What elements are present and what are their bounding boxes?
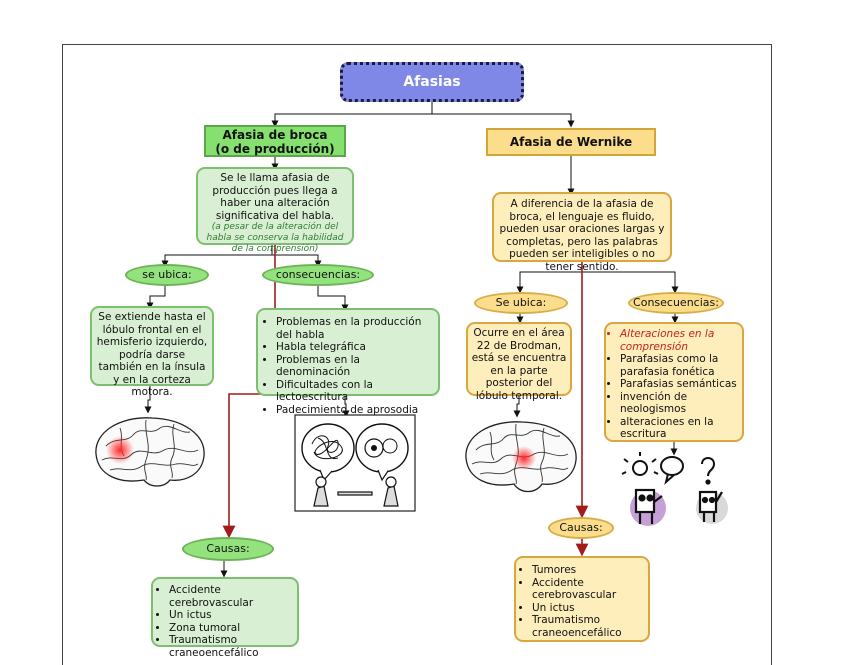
wernike-header-text: Afasia de Wernike: [509, 135, 633, 149]
list-item: Dificultades con la lectoescritura: [276, 379, 432, 404]
broca-causes-list: Accidente cerebrovascular Un ictus Zona …: [155, 584, 293, 659]
broca-note: (a pesar de la alteración del habla se c…: [206, 222, 344, 254]
wernike-consequences-pill: Consecuencias:: [628, 292, 724, 314]
list-item: Tumores: [532, 564, 644, 577]
broca-causes-box: Accidente cerebrovascular Un ictus Zona …: [151, 577, 299, 659]
broca-header: Afasia de broca (o de producción): [204, 125, 346, 157]
list-item: Problemas en la producción del habla: [276, 316, 432, 341]
list-item: Parafasias semánticas: [620, 378, 738, 391]
broca-location-label: se ubica:: [142, 268, 192, 281]
broca-header-line1: Afasia de broca: [222, 128, 328, 142]
brain-broca-illustration: [95, 417, 205, 487]
broca-location-box: Se extiende hasta el lóbulo frontal en e…: [90, 306, 214, 398]
wernike-description: A diferencia de la afasia de broca, el l…: [499, 198, 665, 273]
list-item: Accidente cerebrovascular: [532, 577, 644, 602]
list-item: Un ictus: [169, 609, 293, 622]
broca-location-pill: se ubica:: [125, 264, 209, 286]
broca-causes-label: Causas:: [206, 542, 250, 555]
wernike-location-text: Ocurre en el área 22 de Brodman, está se…: [471, 327, 567, 402]
list-item: Padecimiento de aprosodia: [276, 404, 432, 417]
list-item: Zona tumoral: [169, 622, 293, 635]
list-item: Traumatismo craneoencefálico: [169, 634, 293, 659]
broca-consequences-pill: consecuencias:: [262, 264, 374, 286]
list-item: alteraciones en la escritura: [620, 416, 738, 441]
broca-consequences-label: consecuencias:: [275, 268, 361, 281]
speech-conversation-illustration: [294, 414, 416, 512]
wernike-header: Afasia de Wernike: [486, 128, 656, 156]
broca-description: Se le llama afasia de producción pues ll…: [212, 172, 338, 222]
list-item: invención de neologismos: [620, 391, 738, 416]
broca-description-box: Se le llama afasia de producción pues ll…: [196, 167, 354, 254]
broca-location-text: Se extiende hasta el lóbulo frontal en e…: [96, 311, 208, 398]
confused-people-icon: [621, 452, 728, 526]
brain-wernike-illustration: [465, 421, 577, 493]
broca-header-line2: (o de producción): [215, 142, 335, 156]
list-item: Traumatismo craneoencefálico: [532, 614, 644, 639]
list-item: Un ictus: [532, 602, 644, 615]
title-text: Afasias: [403, 74, 461, 90]
wernike-causes-box: Tumores Accidente cerebrovascular Un ict…: [514, 556, 650, 642]
wernike-location-pill: Se ubica:: [474, 292, 568, 314]
wernike-causes-list: Tumores Accidente cerebrovascular Un ict…: [518, 564, 644, 639]
diagram-frame: [62, 44, 772, 665]
wernike-location-box: Ocurre en el área 22 de Brodman, está se…: [466, 322, 572, 402]
broca-consequences-box: Problemas en la producción del habla Hab…: [256, 308, 440, 416]
list-item: Habla telegráfica: [276, 341, 432, 354]
broca-consequences-list: Problemas en la producción del habla Hab…: [262, 316, 432, 416]
wernike-consequences-label: Consecuencias:: [633, 296, 719, 309]
wernike-causes-pill: Causas:: [548, 517, 614, 539]
list-item: Accidente cerebrovascular: [169, 584, 293, 609]
wernike-location-label: Se ubica:: [495, 296, 547, 309]
list-item: Problemas en la denominación: [276, 354, 432, 379]
wernike-consequences-list: Alteraciones en la comprensión Parafasia…: [606, 328, 738, 441]
title-node: Afasias: [340, 62, 524, 102]
wernike-causes-label: Causas:: [559, 521, 603, 534]
list-item: Parafasias como la parafasia fonética: [620, 353, 738, 378]
wernike-consequences-box: Alteraciones en la comprensión Parafasia…: [604, 322, 744, 442]
wernike-description-box: A diferencia de la afasia de broca, el l…: [492, 192, 672, 273]
list-item: Alteraciones en la comprensión: [620, 328, 738, 353]
broca-causes-pill: Causas:: [182, 537, 274, 561]
